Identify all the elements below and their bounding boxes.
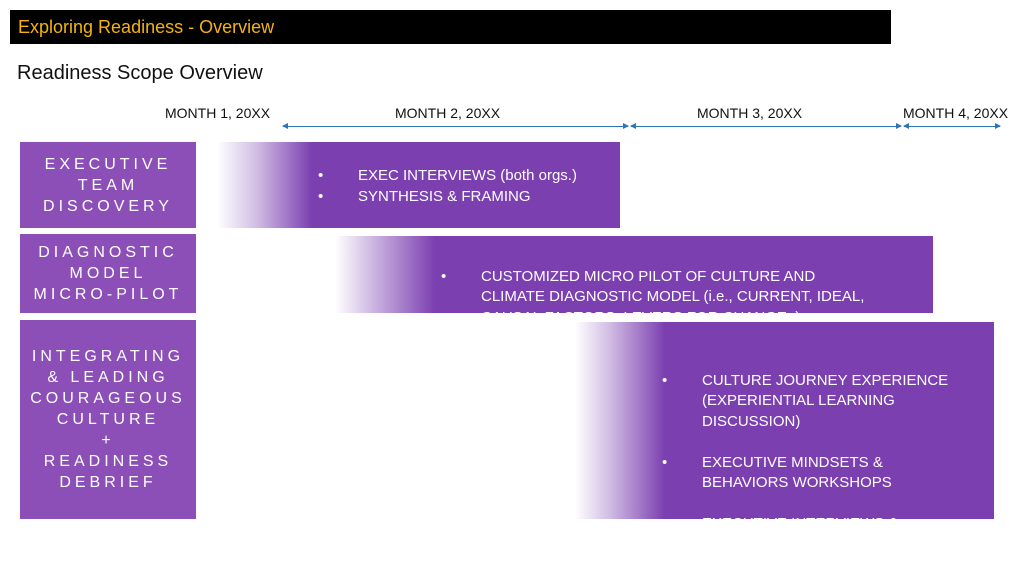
- activity-bar-integrating-culture-readiness: CULTURE JOURNEY EXPERIENCE (EXPERIENTIAL…: [575, 322, 994, 553]
- bullet-list: CULTURE JOURNEY EXPERIENCE (EXPERIENTIAL…: [662, 350, 948, 576]
- row-label-integrating-leading-courageous-culture: INTEGRATING & LEADING COURAGEOUS CULTURE…: [20, 320, 196, 519]
- activity-bar-executive-team-discovery: EXEC INTERVIEWS (both orgs.) SYNTHESIS &…: [217, 142, 620, 228]
- row-label-text: EXECUTIVE TEAM DISCOVERY: [43, 155, 173, 215]
- row-label-executive-team-discovery: EXECUTIVE TEAM DISCOVERY: [20, 142, 196, 228]
- activity-bar-diagnostic-model-micro-pilot: CUSTOMIZED MICRO PILOT OF CULTURE AND CL…: [335, 236, 933, 326]
- month-4-span-arrow: [903, 123, 1001, 129]
- bullet-item: EXECUTIVE MINDSETS & BEHAVIORS WORKSHOPS: [662, 453, 948, 494]
- bullet-list: CUSTOMIZED MICRO PILOT OF CULTURE AND CL…: [441, 246, 864, 349]
- month-2-label: MONTH 2, 20XX: [395, 105, 501, 121]
- bullet-list: EXEC INTERVIEWS (both orgs.) SYNTHESIS &…: [318, 166, 577, 207]
- row-label-diagnostic-model-micro-pilot: DIAGNOSTIC MODEL MICRO-PILOT: [20, 234, 196, 313]
- bullet-item: EXEC INTERVIEWS (both orgs.): [318, 166, 577, 187]
- month-2-span-arrow: [282, 123, 629, 129]
- bullet-item: CUSTOMIZED MICRO PILOT OF CULTURE AND CL…: [441, 267, 864, 329]
- header-bar: Exploring Readiness - Overview: [10, 10, 891, 44]
- page-title: Readiness Scope Overview: [17, 62, 263, 84]
- bullet-item: SYNTHESIS & FRAMING: [318, 187, 577, 208]
- header-title: Exploring Readiness - Overview: [18, 17, 275, 37]
- bullet-item: EXECUTIVE INTERVIEWS & DIAGNOSTIC MODEL …: [662, 514, 948, 555]
- row-label-text: INTEGRATING & LEADING COURAGEOUS CULTURE…: [30, 348, 186, 491]
- bullet-item: CULTURE JOURNEY EXPERIENCE (EXPERIENTIAL…: [662, 371, 948, 433]
- month-1-label: MONTH 1, 20XX: [165, 105, 271, 121]
- month-4-label: MONTH 4, 20XX: [903, 105, 1009, 121]
- month-3-span-arrow: [630, 123, 902, 129]
- month-3-label: MONTH 3, 20XX: [697, 105, 803, 121]
- row-label-text: DIAGNOSTIC MODEL MICRO-PILOT: [33, 244, 183, 303]
